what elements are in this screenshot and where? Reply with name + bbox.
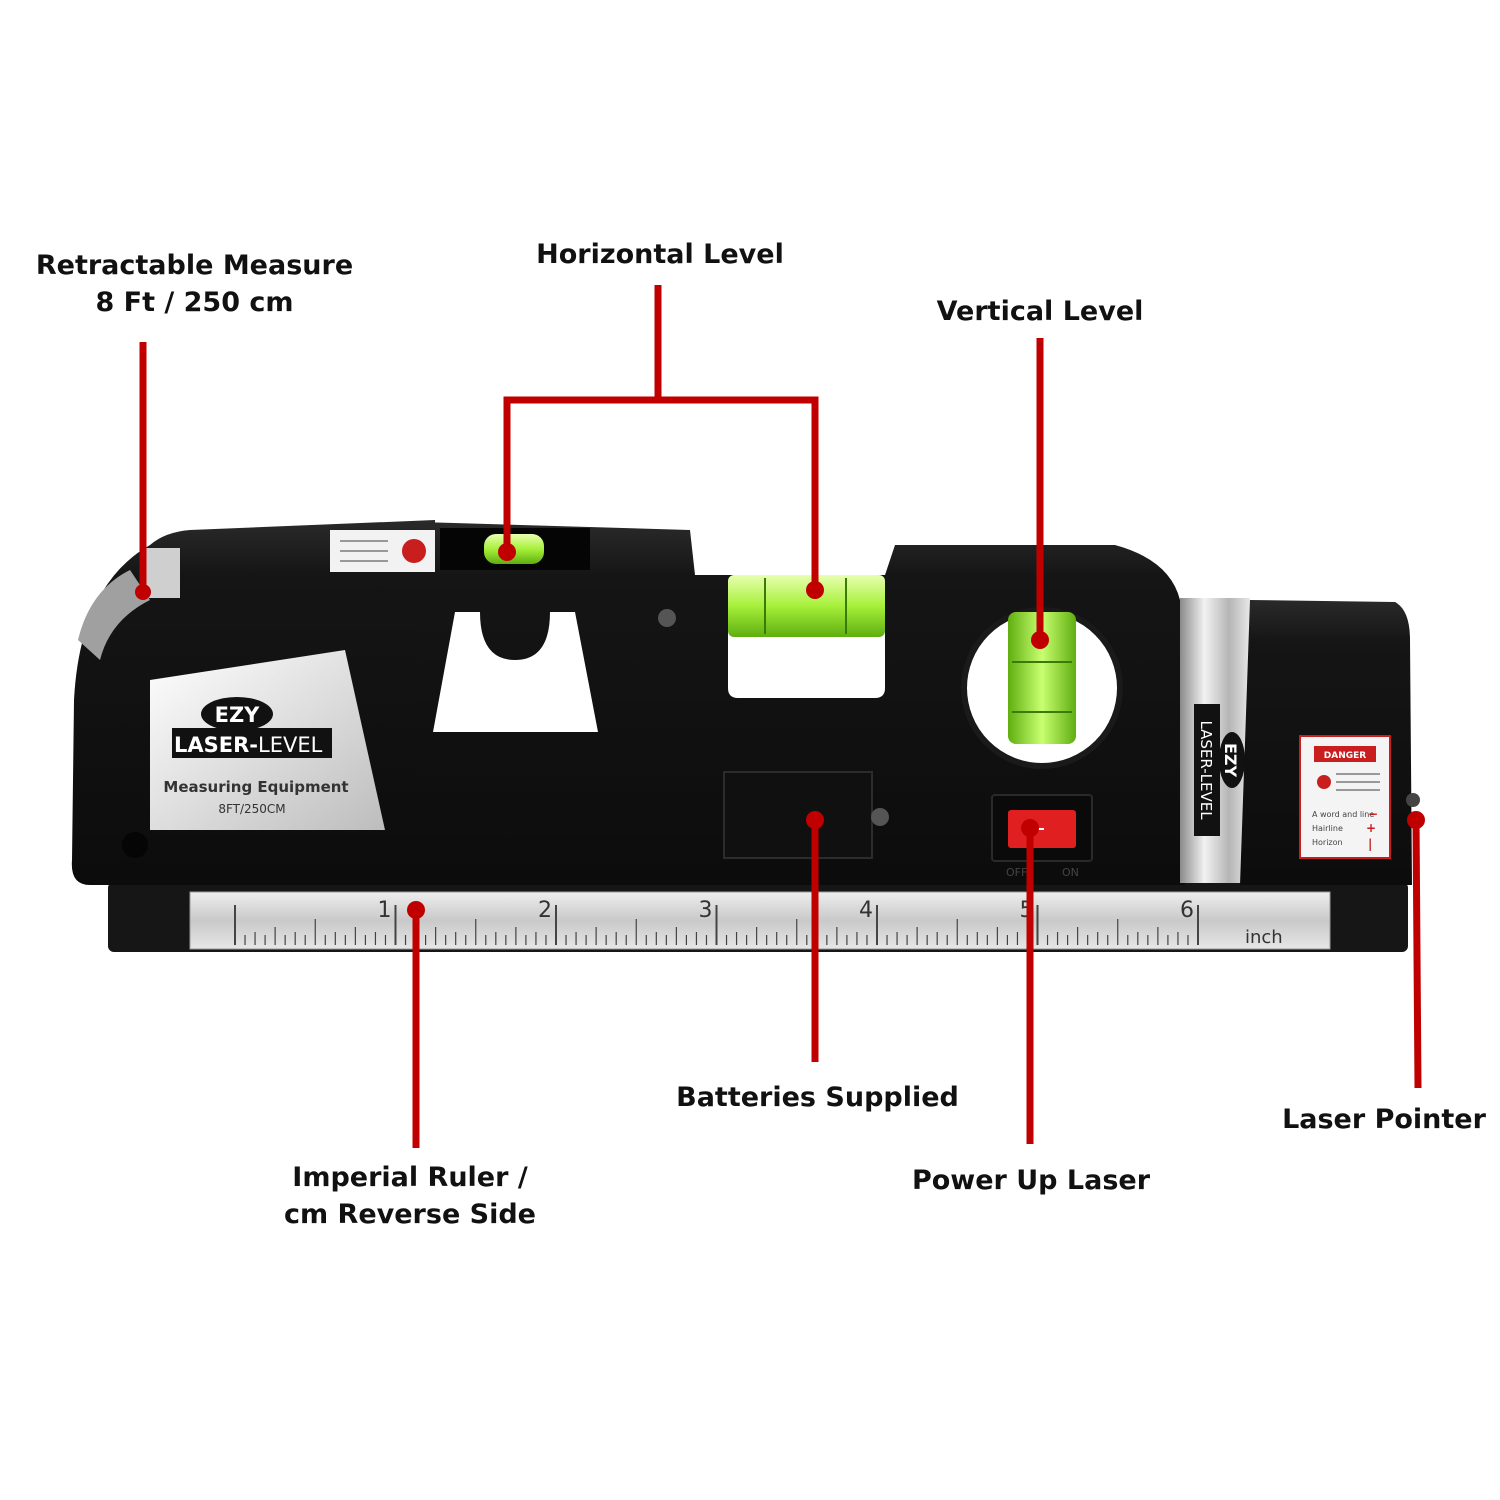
callout-vertical-level: Vertical Level (936, 296, 1144, 327)
handle-cutout-middle (728, 620, 885, 698)
ruler-number: 3 (699, 898, 713, 923)
danger-header (1314, 746, 1376, 762)
callout-power-up-laser: Power Up Laser (911, 1165, 1151, 1196)
callout-imperial-ruler: Imperial Ruler / cm Reverse Side (265, 1159, 555, 1233)
battery-cover (723, 771, 873, 859)
ruler-number: 6 (1180, 898, 1194, 923)
danger-row-3: Horizon (1312, 838, 1343, 847)
horizontal-vial (728, 575, 885, 637)
laser-level-device: EZY LASER-LEVEL Measuring Equipment 8FT/… (71, 520, 1420, 952)
ruler (189, 891, 1331, 950)
brand-bar (172, 728, 332, 758)
switch-on-label: ON (1062, 866, 1079, 879)
brand-oval (201, 697, 273, 731)
tape-knurl (78, 570, 150, 660)
callout-laser-pointer: Laser Pointer (1282, 1104, 1486, 1135)
danger-header-text: DANGER (1324, 751, 1367, 761)
switch-off-label: OFF (1006, 866, 1027, 879)
handle-cutout-left (433, 612, 598, 732)
side-brand-bottom-text: LASER-LEVEL (1197, 720, 1215, 820)
ruler-number: 2 (538, 898, 552, 923)
imperial-ruler-line-1: Imperial Ruler / (292, 1162, 528, 1193)
laser-hazard-icon (1317, 775, 1331, 789)
brand-bold: LASER- (174, 733, 258, 757)
retractable-measure-line-2: 8 Ft / 250 cm (95, 287, 294, 318)
brand-bottom-text: LASER-LEVEL (174, 733, 323, 757)
danger-sign-1: − (1368, 807, 1378, 821)
panel-line-1: Measuring Equipment (163, 778, 348, 796)
danger-sign-2: + (1366, 821, 1376, 835)
callout-retractable-measure: Retractable Measure 8 Ft / 250 cm (22, 247, 367, 321)
panel-line-2: 8FT/250CM (218, 802, 285, 816)
retractable-measure-line-1: Retractable Measure (35, 250, 354, 281)
side-brand-top-text: EZY (1221, 743, 1240, 778)
callout-batteries-supplied: Batteries Supplied (676, 1082, 959, 1113)
ruler-unit: inch (1245, 927, 1283, 948)
side-brand: EZY LASER-LEVEL (1194, 704, 1245, 836)
hole (122, 832, 148, 858)
laser-pointer-line (1412, 819, 1422, 1089)
callout-dots (135, 543, 1425, 919)
imperial-ruler-line-2: cm Reverse Side (284, 1199, 536, 1230)
danger-row-1: A word and line (1312, 810, 1374, 819)
danger-row-2: Hairline (1312, 824, 1343, 833)
ruler-number: 4 (859, 898, 873, 923)
horizontal-level-bracket (503, 285, 662, 552)
brand-top-text: EZY (215, 703, 261, 727)
horizontal-level-bracket-right (658, 396, 819, 590)
battery-screw (871, 808, 889, 826)
tape-tab (145, 548, 180, 598)
brand-light: LEVEL (258, 733, 323, 757)
laser-aperture (1406, 793, 1420, 807)
screw (658, 609, 676, 627)
ruler-number: 1 (378, 898, 392, 923)
callout-horizontal-level: Horizontal Level (536, 239, 784, 270)
danger-sign-3: | (1368, 837, 1372, 851)
callout-lines (139, 285, 1422, 1148)
